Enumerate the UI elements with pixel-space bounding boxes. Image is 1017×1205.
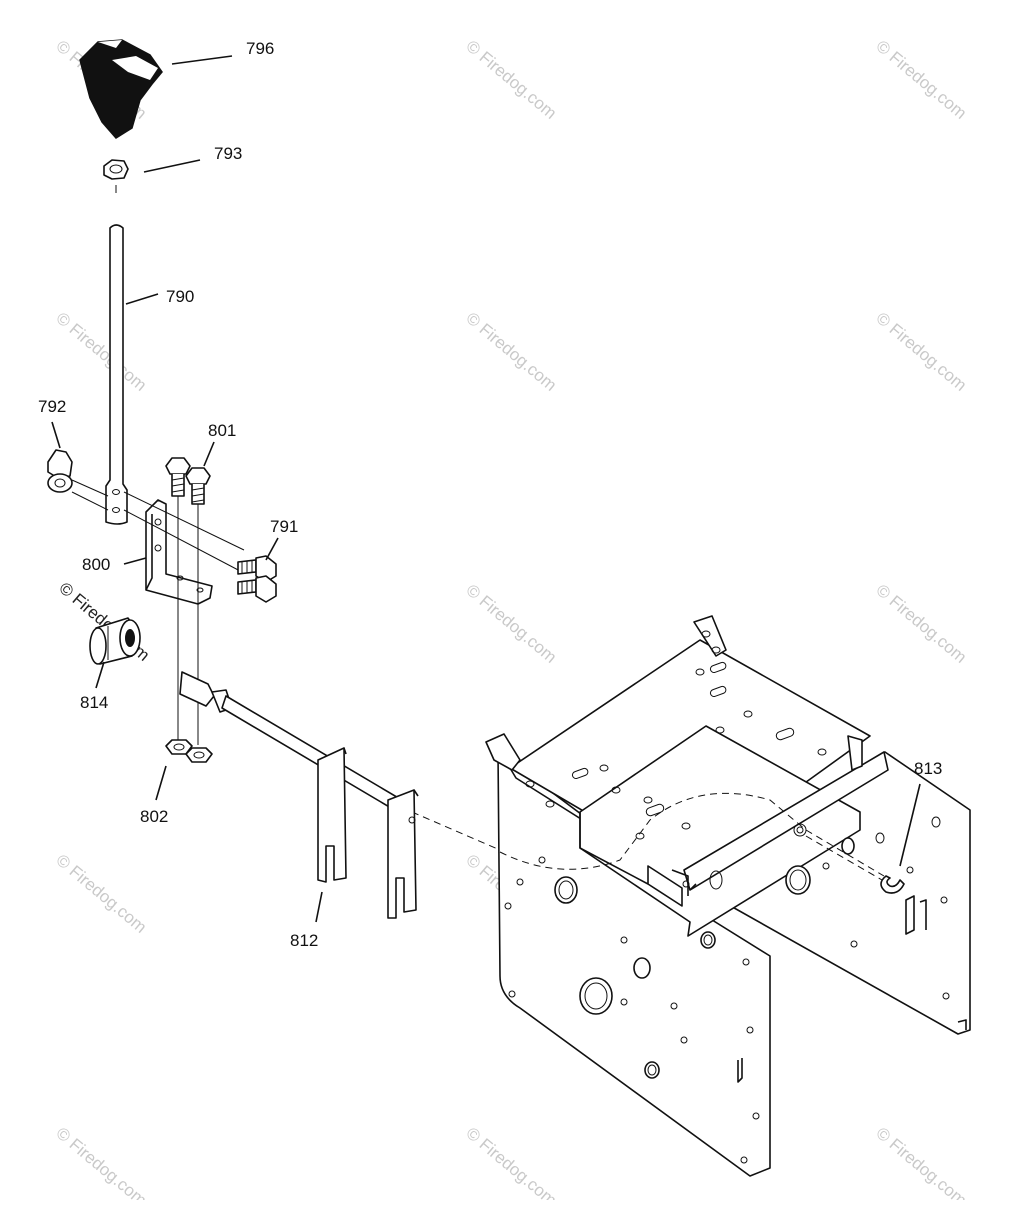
leader-lines <box>51 55 921 923</box>
watermark: © Firedog.com <box>872 309 970 395</box>
bushing-814 <box>89 617 141 665</box>
callout-801: 801 <box>208 421 236 440</box>
e-clip-813 <box>805 835 905 894</box>
nuts-802 <box>165 739 213 763</box>
callout-800: 800 <box>82 555 110 574</box>
callout-796: 796 <box>246 39 274 58</box>
callout-labels: 796 793 790 792 801 791 800 814 802 812 … <box>38 39 942 950</box>
bracket-800 <box>145 499 213 605</box>
nut-792 <box>47 449 73 493</box>
watermark: © Firedog.com <box>872 581 970 667</box>
frame-chassis <box>485 615 971 1177</box>
watermark: © Firedog.com <box>462 37 560 123</box>
callout-791: 791 <box>270 517 298 536</box>
watermark: © Firedog.com <box>52 851 150 937</box>
watermark: © Firedog.com <box>52 1124 150 1200</box>
watermark: © Firedog.com <box>462 309 560 395</box>
callout-792: 792 <box>38 397 66 416</box>
assembly-guides <box>71 479 245 745</box>
shift-rod-790 <box>105 224 128 525</box>
watermark: © Firedog.com <box>462 1124 560 1200</box>
callout-813: 813 <box>914 759 942 778</box>
shifter-assembly-812 <box>179 671 501 919</box>
callout-814: 814 <box>80 693 108 712</box>
watermark-group: © Firedog.com © Firedog.com © Firedog.co… <box>52 37 970 1205</box>
watermark: © Firedog.com <box>872 1124 970 1200</box>
callout-802: 802 <box>140 807 168 826</box>
bolts-801 <box>165 457 211 505</box>
callout-790: 790 <box>166 287 194 306</box>
watermark: © Firedog.com <box>872 37 970 123</box>
callout-812: 812 <box>290 931 318 950</box>
bolts-791 <box>237 555 277 603</box>
watermark: © Firedog.com <box>52 309 150 395</box>
watermark: © Firedog.com <box>462 581 560 667</box>
knob-796 <box>79 39 163 139</box>
callout-793: 793 <box>214 144 242 163</box>
hex-nut-793 <box>103 159 129 193</box>
